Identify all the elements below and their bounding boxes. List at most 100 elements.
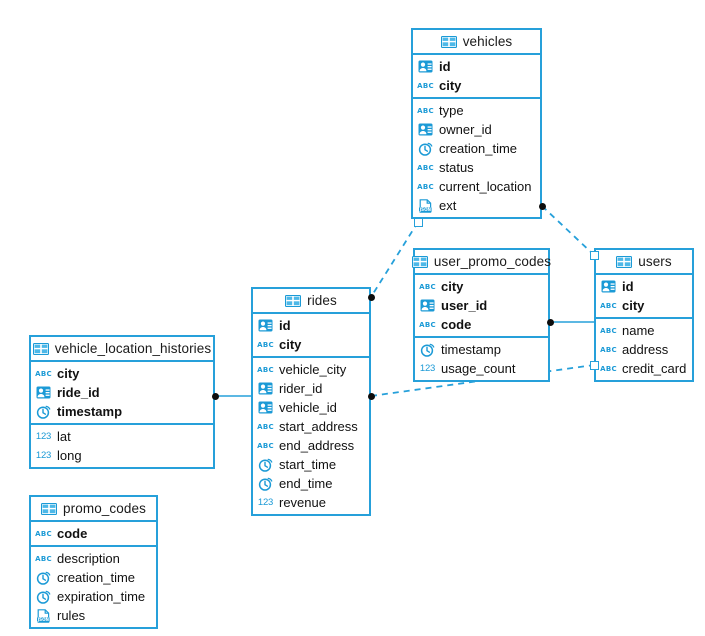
field-row[interactable]: start_time xyxy=(253,455,369,474)
field-row[interactable]: ABC type xyxy=(413,101,540,120)
field-name: vehicle_id xyxy=(279,400,337,415)
table-header[interactable]: user_promo_codes xyxy=(411,250,551,275)
field-row[interactable]: end_time xyxy=(253,474,369,493)
field-name: timestamp xyxy=(441,342,501,357)
field-row[interactable]: timestamp xyxy=(31,402,213,421)
abc-text-icon: ABC xyxy=(257,365,274,374)
field-name: usage_count xyxy=(441,361,516,376)
edge-endpoint-dot xyxy=(546,318,554,326)
key-id-card-icon xyxy=(258,382,273,395)
clock-icon xyxy=(418,142,433,156)
field-row[interactable]: id xyxy=(413,57,540,76)
field-name: vehicle_city xyxy=(279,362,347,377)
key-id-card-icon xyxy=(418,123,433,136)
field-row[interactable]: user_id xyxy=(415,296,548,315)
table-header[interactable]: users xyxy=(596,250,692,275)
field-name: lat xyxy=(57,429,71,444)
field-name: status xyxy=(439,160,474,175)
field-name: owner_id xyxy=(439,122,492,137)
abc-text-icon: ABC xyxy=(35,554,52,563)
field-name: expiration_time xyxy=(57,589,146,604)
abc-text-icon: ABC xyxy=(419,320,436,329)
edge-endpoint-dot xyxy=(367,293,375,301)
table-header[interactable]: rides xyxy=(253,289,369,314)
json-document-icon: JSON xyxy=(418,198,433,213)
edge-endpoint-dot xyxy=(538,202,546,210)
clock-icon xyxy=(258,477,273,491)
key-id-card-icon xyxy=(258,401,273,414)
123-number-icon: 123 xyxy=(419,363,436,374)
field-name: end_address xyxy=(279,438,355,453)
field-name: start_address xyxy=(279,419,358,434)
field-row[interactable]: ABC start_address xyxy=(253,417,369,436)
field-name: credit_card xyxy=(622,361,687,376)
field-row[interactable]: vehicle_id xyxy=(253,398,369,417)
table-grid-icon xyxy=(41,502,58,515)
clock-icon xyxy=(36,571,51,585)
field-name: city xyxy=(441,279,464,294)
field-name: city xyxy=(622,298,645,313)
abc-text-icon: ABC xyxy=(417,182,434,191)
abc-text-icon: ABC xyxy=(35,529,52,538)
field-row[interactable]: id xyxy=(253,316,369,335)
table-header[interactable]: promo_codes xyxy=(31,497,156,522)
table-title: promo_codes xyxy=(63,501,146,516)
field-row[interactable]: ABC vehicle_city xyxy=(253,360,369,379)
123-number-icon: 123 xyxy=(257,497,274,508)
abc-text-icon: ABC xyxy=(257,422,274,431)
field-row[interactable]: creation_time xyxy=(31,568,156,587)
field-row[interactable]: timestamp xyxy=(415,340,548,359)
abc-text-icon: ABC xyxy=(417,106,434,115)
table-header[interactable]: vehicles xyxy=(413,30,540,55)
key-id-card-icon xyxy=(258,319,273,332)
field-name: type xyxy=(439,103,464,118)
clock-icon xyxy=(36,590,51,604)
field-row[interactable]: rider_id xyxy=(253,379,369,398)
field-name: end_time xyxy=(279,476,333,491)
field-row[interactable]: id xyxy=(596,277,692,296)
field-row[interactable]: owner_id xyxy=(413,120,540,139)
table-header[interactable]: vehicle_location_histories xyxy=(31,337,213,362)
field-row[interactable]: ride_id xyxy=(31,383,213,402)
clock-icon xyxy=(258,458,273,472)
field-name: user_id xyxy=(441,298,488,313)
field-row[interactable]: creation_time xyxy=(413,139,540,158)
table-grid-icon xyxy=(440,35,457,48)
field-name: timestamp xyxy=(57,404,123,419)
field-row[interactable]: expiration_time xyxy=(31,587,156,606)
abc-text-icon: ABC xyxy=(257,340,274,349)
table-grid-icon xyxy=(616,255,633,268)
field-name: creation_time xyxy=(57,570,136,585)
field-row[interactable]: 123 usage_count xyxy=(415,359,548,378)
